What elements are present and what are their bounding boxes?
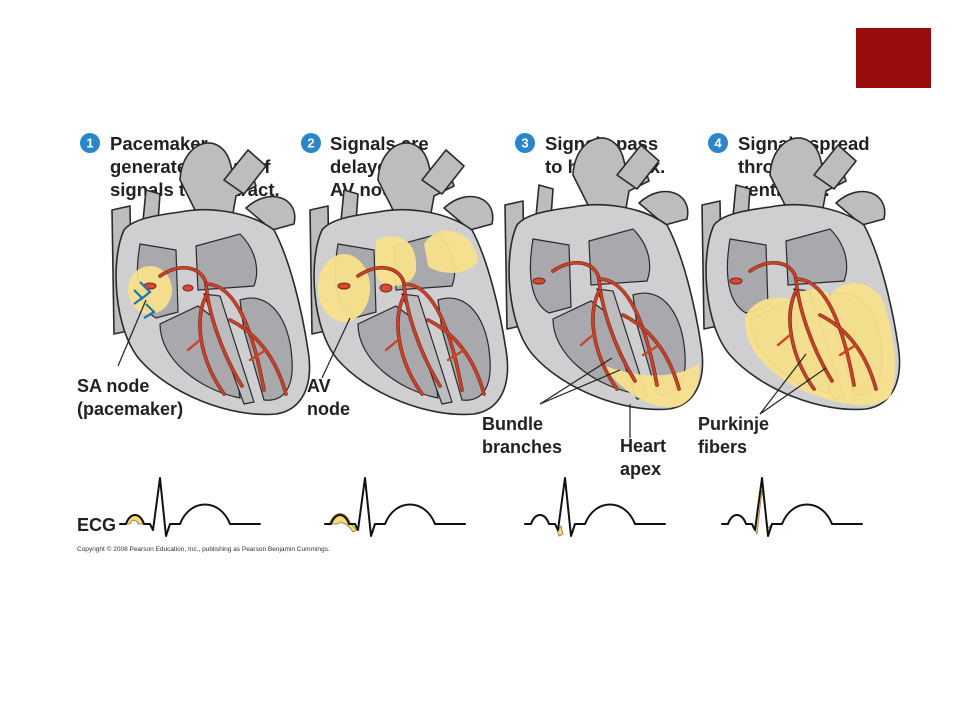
ecg-label: ECG	[77, 515, 116, 535]
heart-4	[701, 137, 901, 411]
step-2-panel: 2 Signals are delayed at AV node. AV nod…	[301, 133, 509, 537]
av-node-label-line-1: AV	[307, 376, 331, 396]
ecg-2-pr-highlight	[328, 513, 358, 533]
step-3-panel: 3 Signals pass to heart apex. Bundle bra…	[482, 133, 704, 537]
ventricle-signal	[745, 282, 895, 406]
ecg-1	[119, 477, 261, 537]
step-2-badge: 2	[301, 133, 321, 153]
av-node	[379, 283, 393, 293]
heart-apex-label-line-2: apex	[620, 459, 661, 479]
purkinje-leader-line-1	[759, 353, 807, 415]
step-4-badge: 4	[708, 133, 728, 153]
red-corner-block	[856, 28, 931, 88]
purkinje-fibers-label-line-2: fibers	[698, 437, 747, 457]
bundle-branches-label-line-1: Bundle	[482, 414, 543, 434]
purkinje-fibers-label-line-1: Purkinje	[698, 414, 769, 434]
step-3-badge: 3	[515, 133, 535, 153]
heart-apex-label-line-1: Heart	[620, 436, 666, 456]
sa-node-3	[532, 277, 546, 285]
left-atrium-signal	[424, 230, 478, 273]
step-1-badge-circle	[80, 133, 100, 153]
av-node-label-line-2: node	[307, 399, 350, 419]
sa-node-leader-line	[117, 299, 147, 367]
step-1-number: 1	[86, 136, 93, 151]
heart-3	[504, 137, 704, 411]
purkinje-leader-line-2	[759, 367, 827, 415]
step-1-badge: 1	[80, 133, 100, 153]
sa-node-label-line-2: (pacemaker)	[77, 399, 183, 419]
step-4-badge-circle	[708, 133, 728, 153]
heart-2	[309, 142, 509, 416]
step-4-panel: 4 Signals spread throughout ventricles. …	[698, 133, 901, 537]
step-3-badge-circle	[515, 133, 535, 153]
sa-node-signal-wave	[128, 266, 172, 314]
bundle-branches-label-line-2: branches	[482, 437, 562, 457]
av-node-leader-line	[321, 317, 351, 379]
step-4-number: 4	[714, 136, 722, 151]
ecg-3	[524, 477, 666, 537]
ecg-2	[324, 477, 466, 537]
sa-node-2	[337, 282, 351, 290]
step-1-title-line-1: Pacemaker	[110, 133, 208, 154]
step-2-number: 2	[307, 136, 314, 151]
step-1-panel: 1 Pacemaker generates wave of signals to…	[77, 133, 311, 537]
heart-1	[111, 142, 311, 416]
signal-wave-icon	[133, 281, 156, 319]
bundle-leader-line-2	[539, 369, 621, 405]
bundle-leader-line-1	[539, 357, 613, 405]
av-node-marker	[182, 284, 194, 292]
step-2-badge-circle	[301, 133, 321, 153]
sa-node-label-line-1: SA node	[77, 376, 149, 396]
ecg-4	[721, 477, 863, 537]
atria-signal	[376, 236, 417, 286]
copyright-text: Copyright © 2008 Pearson Education, Inc.…	[77, 545, 330, 553]
sa-node-4	[729, 277, 743, 285]
step-3-number: 3	[521, 136, 528, 151]
